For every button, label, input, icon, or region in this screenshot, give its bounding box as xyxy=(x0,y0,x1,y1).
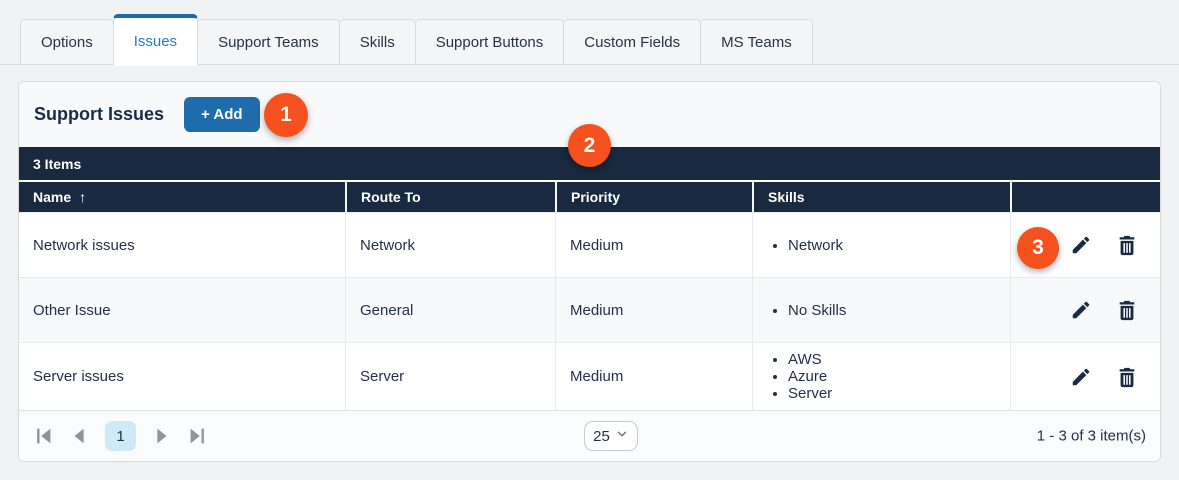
last-page-button[interactable] xyxy=(182,425,212,447)
cell-route-to: Network xyxy=(345,213,555,277)
pagination-bar: 1 25 1 - 3 of 3 item(s) xyxy=(19,410,1160,461)
cell-skills: AWS Azure Server xyxy=(752,343,1010,410)
cell-name: Server issues xyxy=(33,368,124,385)
pagination-range-label: 1 - 3 of 3 item(s) xyxy=(1036,427,1146,445)
issues-panel: Support Issues + Add 3 Items Name ↑ Rout… xyxy=(18,81,1161,462)
table-row: Other Issue General Medium No Skills xyxy=(19,277,1160,342)
column-header-skills[interactable]: Skills xyxy=(752,182,1010,212)
tab-ms-teams[interactable]: MS Teams xyxy=(700,19,813,65)
page-size-value: 25 xyxy=(593,427,610,445)
tab-bar: Options Issues Support Teams Skills Supp… xyxy=(20,14,813,66)
cell-route-to: Server xyxy=(345,343,555,410)
annotation-badge-1: 1 xyxy=(264,93,308,137)
annotation-badge-2: 2 xyxy=(568,124,611,167)
pencil-icon xyxy=(1070,301,1092,324)
skill-item: No Skills xyxy=(788,302,846,319)
cell-actions xyxy=(1010,278,1160,342)
cell-skills: Network xyxy=(752,213,1010,277)
add-issue-button[interactable]: + Add xyxy=(184,97,260,132)
skill-item: AWS xyxy=(788,351,832,368)
cell-route-to: General xyxy=(345,278,555,342)
delete-button[interactable] xyxy=(1116,234,1138,256)
column-header-route-to[interactable]: Route To xyxy=(345,182,555,212)
edit-button[interactable] xyxy=(1070,366,1092,388)
tab-options[interactable]: Options xyxy=(20,19,114,65)
first-page-icon xyxy=(33,428,55,450)
trash-icon xyxy=(1116,235,1138,259)
skills-list: No Skills xyxy=(767,302,846,319)
table-header-row: Name ↑ Route To Priority Skills xyxy=(19,182,1160,212)
cell-name: Other Issue xyxy=(33,301,111,319)
pencil-icon xyxy=(1070,368,1092,391)
column-header-name[interactable]: Name ↑ xyxy=(33,189,87,205)
tab-custom-fields[interactable]: Custom Fields xyxy=(563,19,702,65)
skills-list: AWS Azure Server xyxy=(767,351,832,402)
delete-button[interactable] xyxy=(1116,299,1138,321)
skills-list: Network xyxy=(767,237,843,254)
cell-skills: No Skills xyxy=(752,278,1010,342)
pencil-icon xyxy=(1070,236,1092,259)
pagination-controls: 1 xyxy=(29,421,212,451)
previous-page-icon xyxy=(69,428,91,450)
first-page-button[interactable] xyxy=(29,425,59,447)
items-count-label: 3 Items xyxy=(33,155,82,172)
cell-actions xyxy=(1010,343,1160,410)
tab-skills[interactable]: Skills xyxy=(338,19,416,65)
next-page-icon xyxy=(150,428,172,450)
cell-priority: Medium xyxy=(555,343,752,410)
table-row: Server issues Server Medium AWS Azure Se… xyxy=(19,342,1160,410)
tab-issues[interactable]: Issues xyxy=(112,14,199,66)
column-header-priority[interactable]: Priority xyxy=(555,182,752,212)
page-title: Support Issues xyxy=(34,104,165,124)
column-header-actions xyxy=(1010,182,1160,212)
table-row: Network issues Network Medium Network xyxy=(19,212,1160,277)
page-number-button[interactable]: 1 xyxy=(105,421,136,451)
chevron-down-icon xyxy=(615,427,629,445)
trash-icon xyxy=(1116,300,1138,324)
next-page-button[interactable] xyxy=(146,425,176,447)
skill-item: Azure xyxy=(788,368,832,385)
cell-actions xyxy=(1010,213,1160,277)
cell-name: Network issues xyxy=(33,236,135,254)
trash-icon xyxy=(1116,367,1138,391)
skill-item: Network xyxy=(788,237,843,254)
edit-button[interactable] xyxy=(1070,299,1092,321)
last-page-icon xyxy=(186,428,208,450)
page-size-select[interactable]: 25 xyxy=(584,421,638,451)
skill-item: Server xyxy=(788,385,832,402)
cell-priority: Medium xyxy=(555,213,752,277)
previous-page-button[interactable] xyxy=(65,425,95,447)
annotation-badge-3: 3 xyxy=(1017,227,1059,269)
sort-ascending-icon[interactable]: ↑ xyxy=(79,189,87,205)
edit-button[interactable] xyxy=(1070,234,1092,256)
delete-button[interactable] xyxy=(1116,366,1138,388)
tab-support-buttons[interactable]: Support Buttons xyxy=(414,19,565,65)
cell-priority: Medium xyxy=(555,278,752,342)
tab-support-teams[interactable]: Support Teams xyxy=(197,19,340,65)
